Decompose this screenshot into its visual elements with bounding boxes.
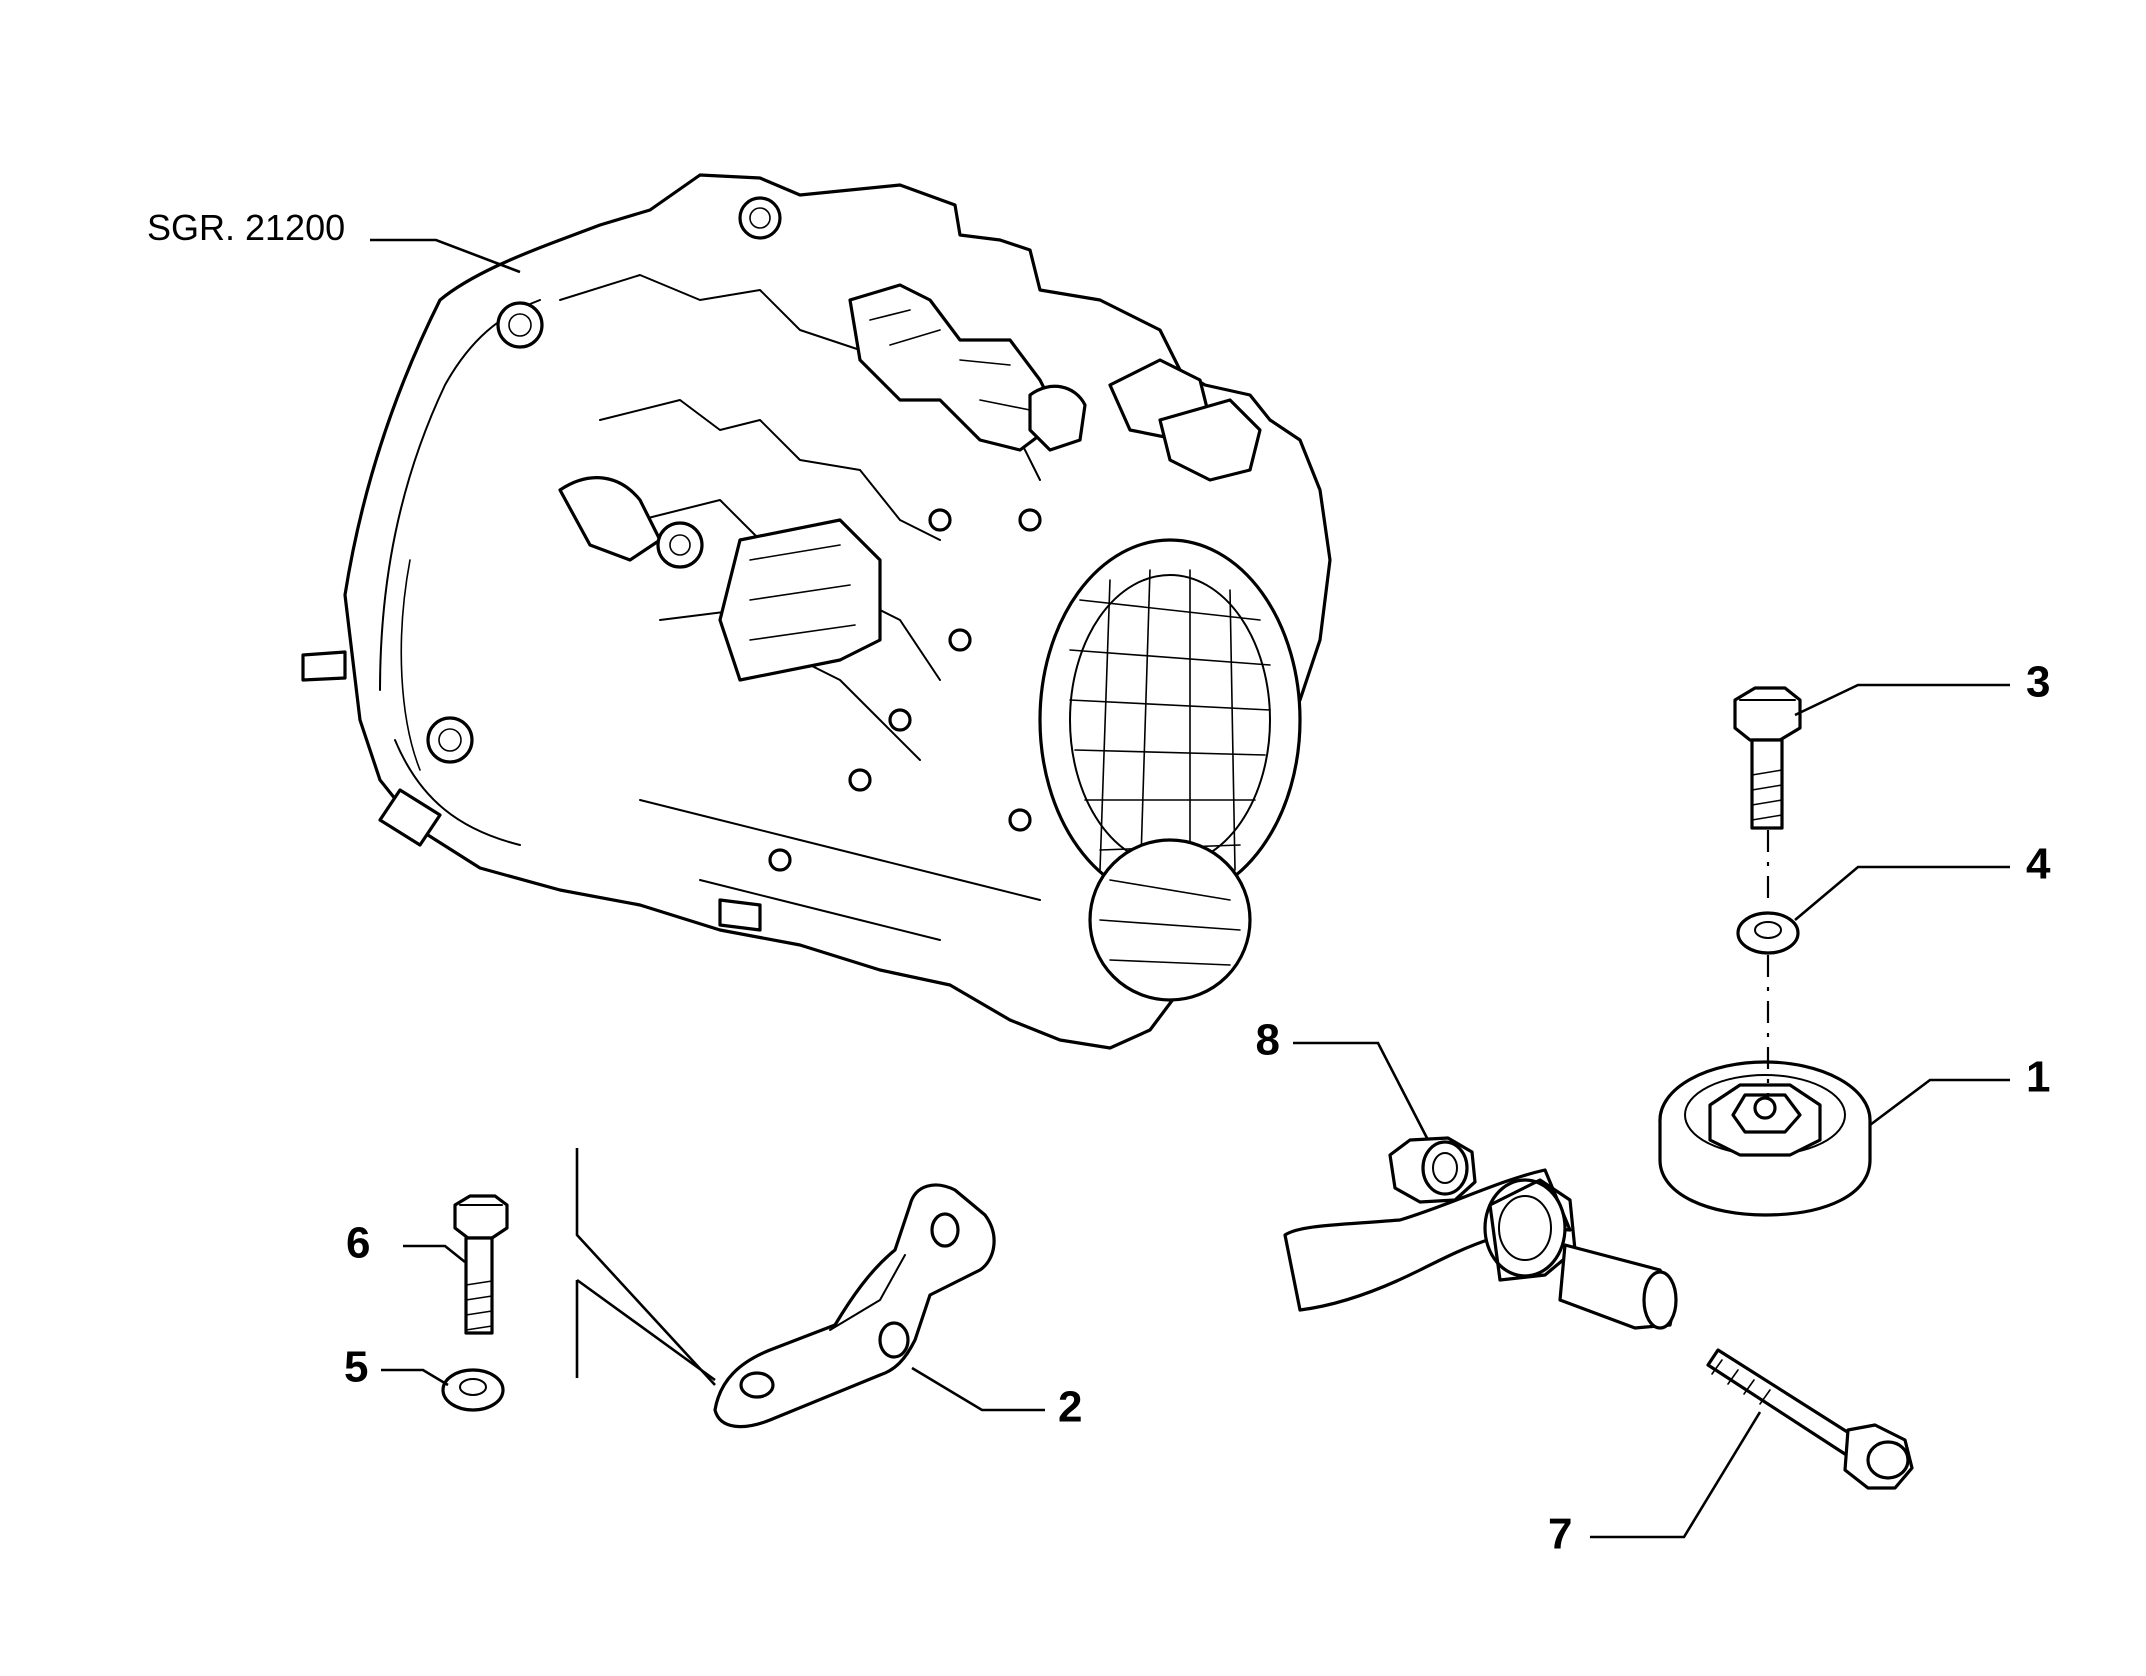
bracket-guide-line-upper bbox=[576, 1278, 716, 1382]
leader-8 bbox=[1293, 1041, 1430, 1141]
transmission-mount bbox=[1283, 1060, 1872, 1330]
leader-7 bbox=[1590, 1411, 1762, 1539]
callout-2: 2 bbox=[1058, 1383, 1082, 1432]
callout-3: 3 bbox=[2026, 658, 2050, 707]
callout-1: 1 bbox=[2026, 1053, 2050, 1102]
callout-4: 4 bbox=[2026, 840, 2051, 889]
through-bolt bbox=[1706, 1348, 1914, 1490]
flange-nut bbox=[1388, 1136, 1477, 1204]
callout-8: 8 bbox=[1256, 1016, 1280, 1065]
callout-6: 6 bbox=[346, 1219, 370, 1268]
leader-1 bbox=[1869, 1078, 2010, 1127]
leader-5 bbox=[381, 1368, 449, 1387]
leader-4 bbox=[1794, 865, 2010, 921]
leader-sgr-reference bbox=[370, 238, 521, 274]
bracket-bolt bbox=[453, 1194, 509, 1335]
callout-7: 7 bbox=[1548, 1510, 1572, 1559]
mounting-bracket bbox=[713, 1183, 996, 1429]
bracket-washer bbox=[441, 1368, 505, 1412]
bracket-guide-line bbox=[575, 1148, 716, 1386]
gearbox-assembly bbox=[301, 173, 1332, 1050]
leader-2 bbox=[911, 1366, 1045, 1412]
callout-5: 5 bbox=[344, 1343, 368, 1392]
leader-3 bbox=[1794, 683, 2010, 717]
mount-bolt bbox=[1733, 686, 1802, 830]
sgr-reference-label: SGR. 21200 bbox=[147, 207, 345, 248]
mount-washer bbox=[1736, 911, 1800, 955]
leader-6 bbox=[403, 1244, 466, 1264]
